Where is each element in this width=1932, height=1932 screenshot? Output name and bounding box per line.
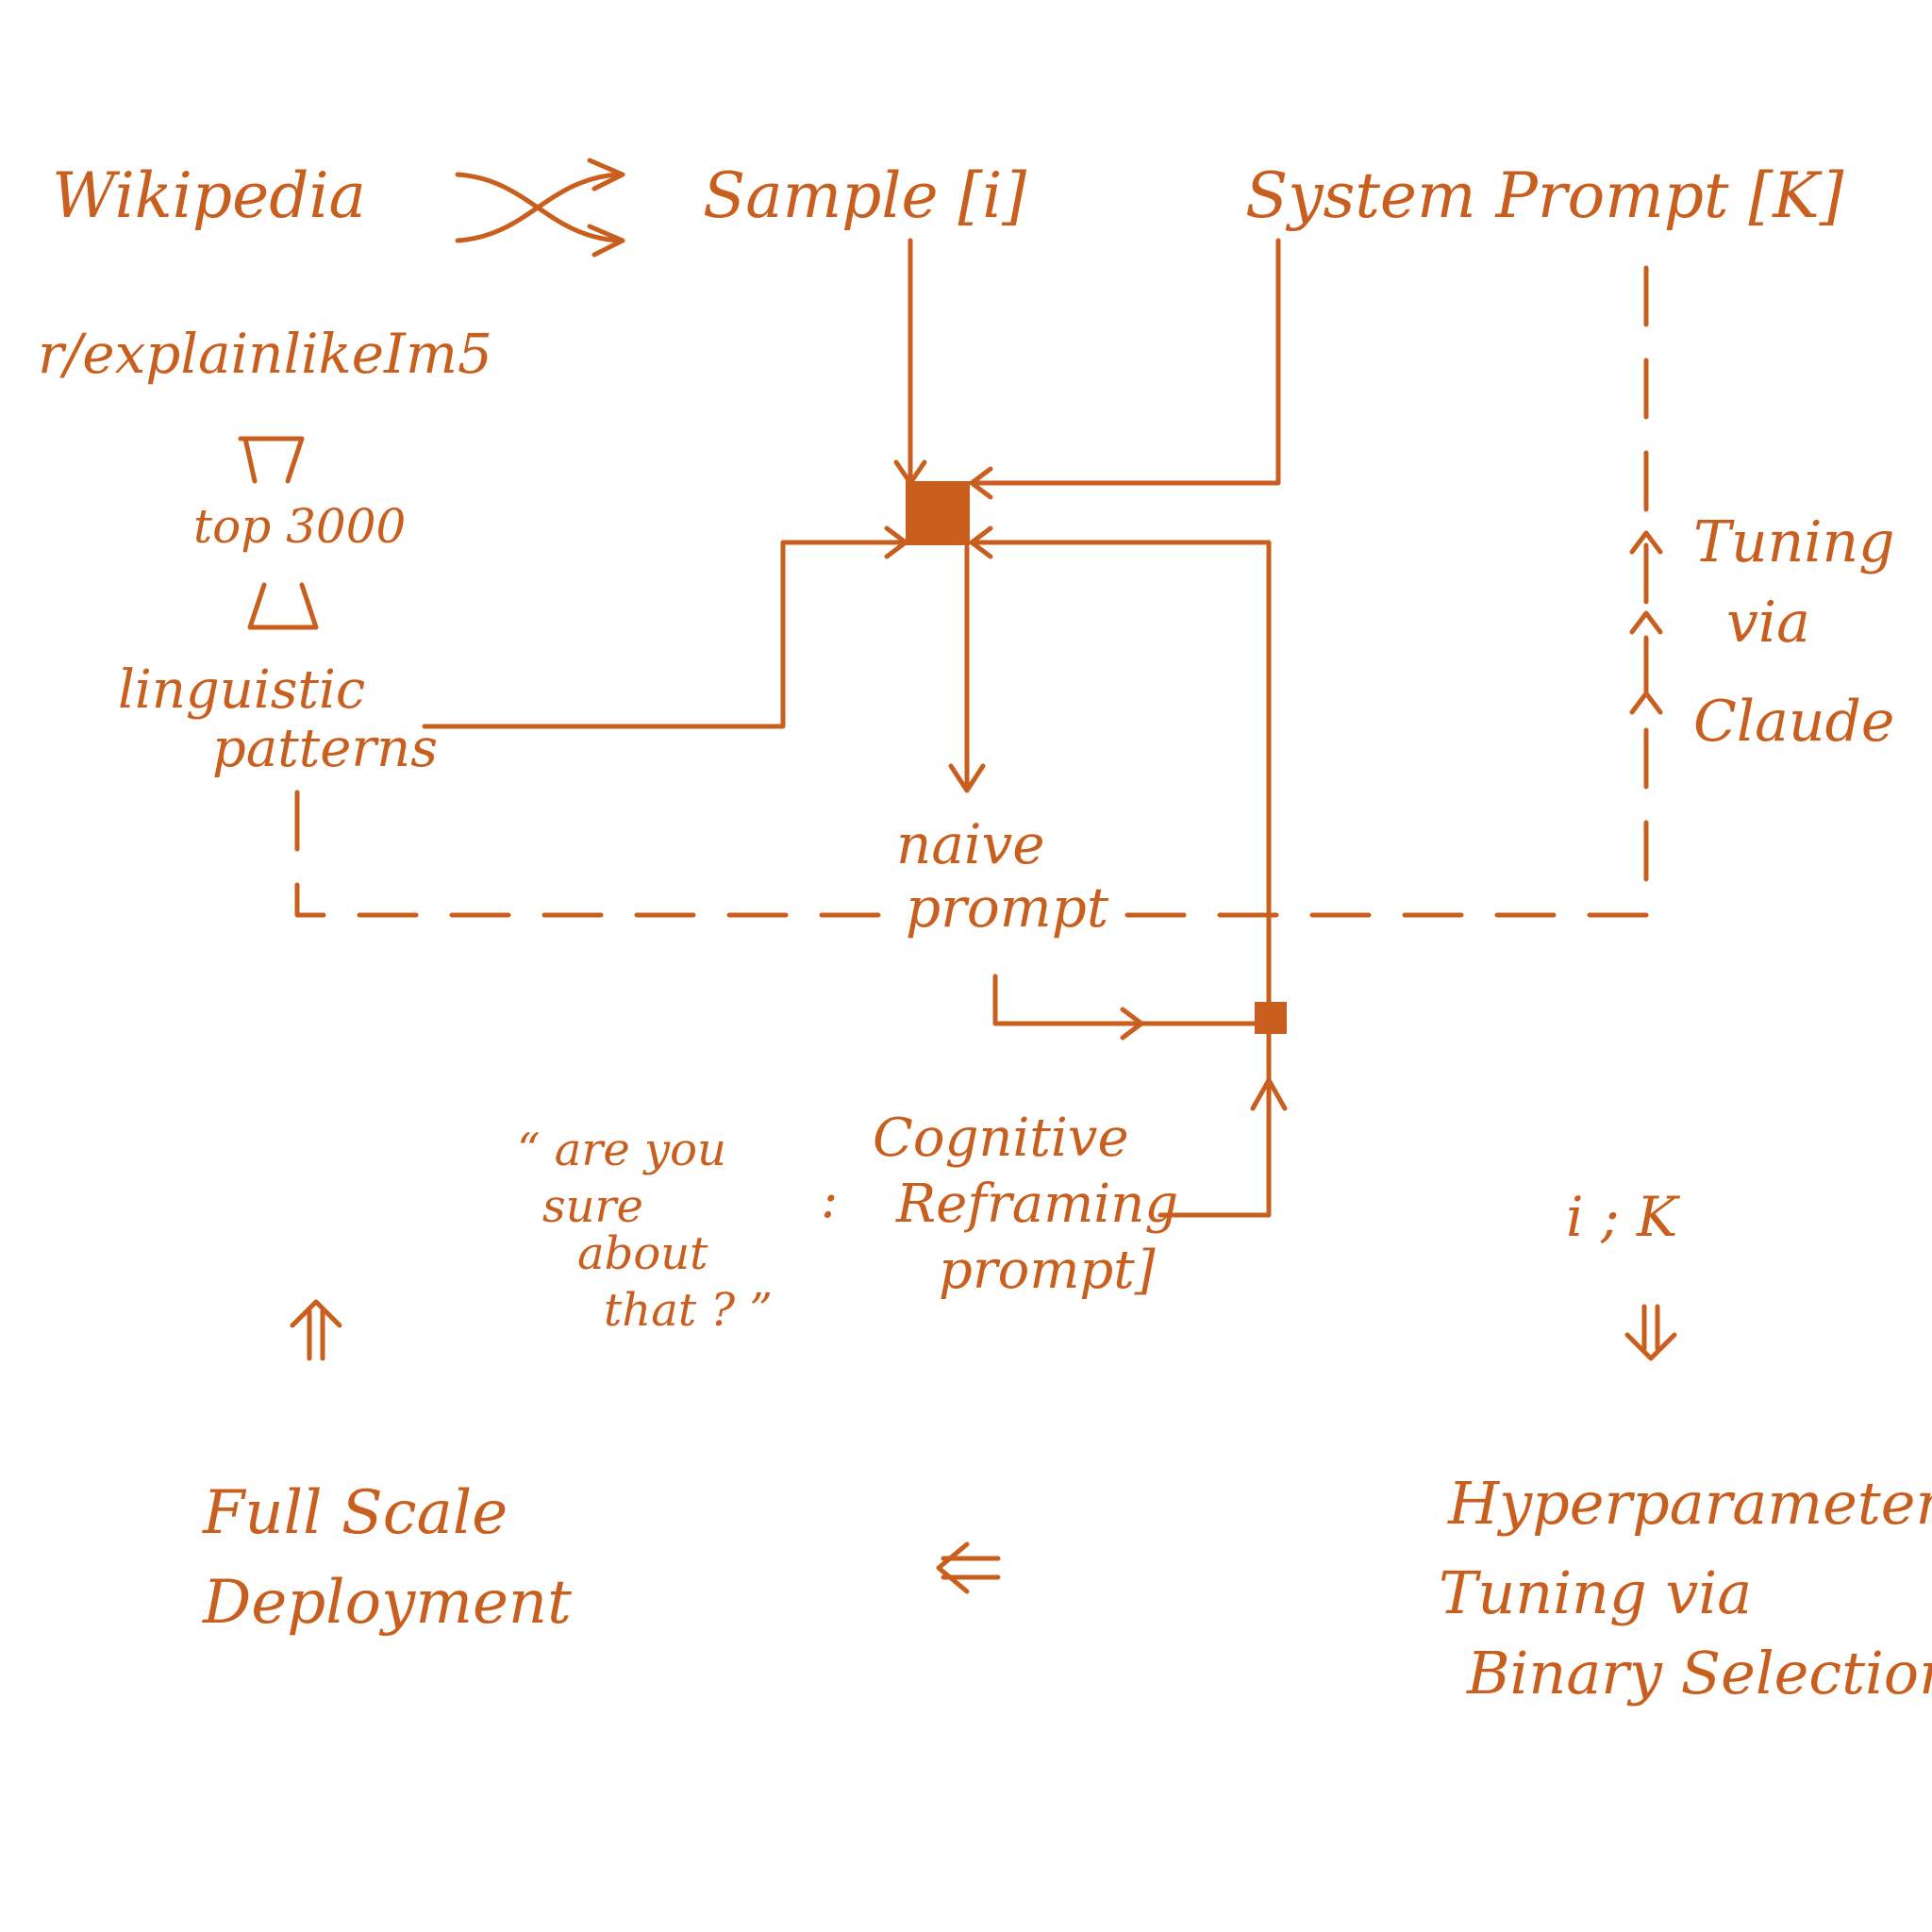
- double-left-arrow-icon: [936, 1541, 1001, 1594]
- combine-node: [1255, 1002, 1287, 1034]
- prompt-label: prompt: [906, 875, 1109, 940]
- subreddit-label: r/explainlikeIm5: [38, 322, 492, 386]
- patterns-label: patterns: [212, 718, 438, 779]
- tuning-via-label: Tuning via: [1439, 1558, 1752, 1627]
- double-down-arrow-icon: [1624, 1304, 1677, 1361]
- deployment-label: Deployment: [202, 1568, 572, 1638]
- wikipedia-label: Wikipedia: [52, 159, 366, 232]
- quote-line-1: “ are you: [517, 1124, 726, 1176]
- via-label: via: [1726, 590, 1810, 656]
- hyperparameter-label: Hyperparameter: [1447, 1469, 1932, 1538]
- quote-line-2: sure: [542, 1180, 643, 1233]
- tuning-label: Tuning: [1693, 509, 1895, 575]
- double-up-arrow-icon: [290, 1299, 342, 1361]
- i-k-label: i ; K: [1566, 1185, 1681, 1249]
- system-prompt-to-merge-line: [969, 238, 1281, 486]
- linguistic-to-merge-line: [422, 540, 908, 729]
- reframing-label: Reframing: [895, 1174, 1178, 1235]
- naive-label: naive: [896, 812, 1045, 876]
- naive-to-combine-line: [992, 974, 1272, 1026]
- top-3000-label: top 3000: [193, 499, 406, 554]
- colon-label: :: [821, 1170, 838, 1229]
- cognitive-label: Cognitive: [873, 1108, 1129, 1169]
- funnel-icon: [238, 436, 319, 630]
- reframing-to-merge-line: [969, 540, 1272, 1218]
- sample-label: Sample [i]: [703, 159, 1026, 232]
- linguistic-label: linguistic: [118, 659, 365, 721]
- cognitive-prompt-label: prompt]: [939, 1240, 1156, 1301]
- quote-line-4: that ? ”: [604, 1284, 773, 1337]
- claude-label: Claude: [1693, 689, 1894, 755]
- tuning-feedback-line: [294, 790, 890, 918]
- tuning-up-arrows-icon: [1629, 530, 1663, 715]
- full-scale-label: Full Scale: [202, 1478, 508, 1548]
- shuffle-arrows-icon: [455, 158, 625, 258]
- quote-line-3: about: [577, 1227, 708, 1280]
- binary-selection-label: Binary Selection: [1466, 1639, 1932, 1707]
- system-prompt-label: System Prompt [K]: [1245, 159, 1844, 232]
- merge-node: [906, 481, 970, 545]
